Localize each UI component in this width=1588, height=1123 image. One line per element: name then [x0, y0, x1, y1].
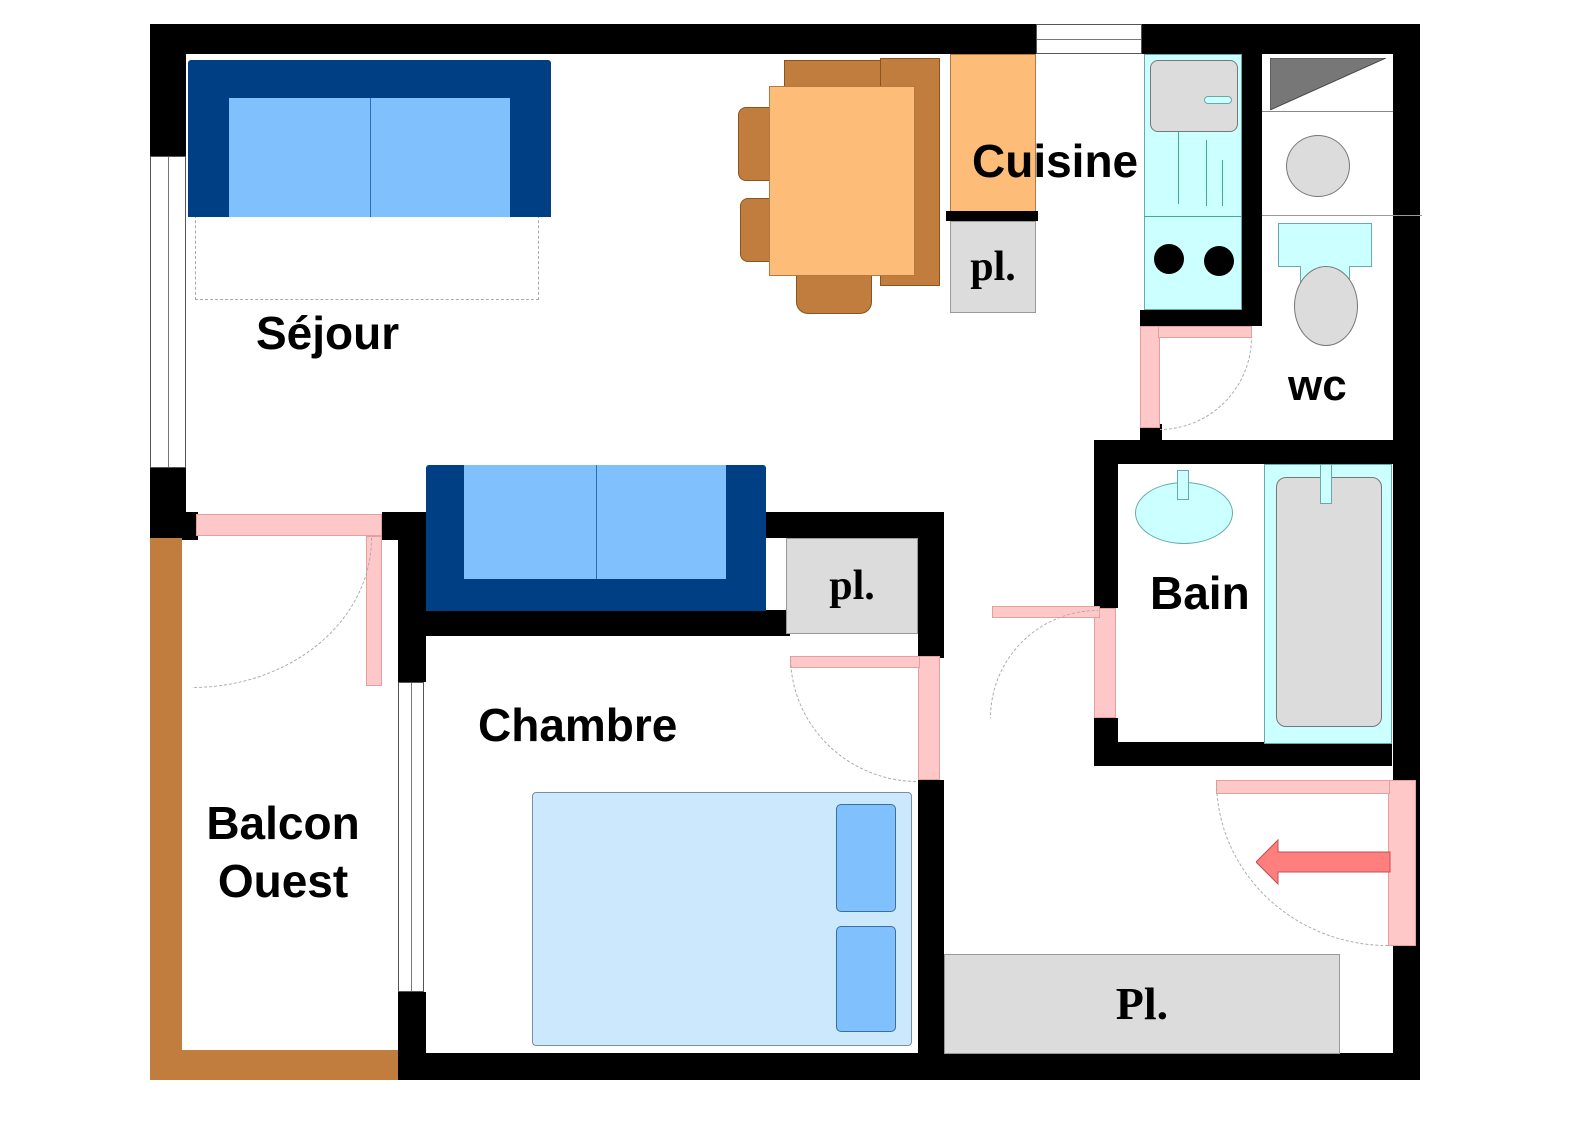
closet-entrance-label: Pl. — [1115, 978, 1169, 1029]
chair-left-2 — [740, 198, 772, 262]
sofa-cushion-left — [229, 98, 370, 217]
room-label-bain: Bain — [1150, 567, 1250, 619]
wall-wc-door-stub — [1140, 424, 1162, 442]
room-label-sejour: Séjour — [256, 307, 400, 359]
faucet-icon — [1204, 96, 1232, 104]
door-entrance-frame[interactable] — [1388, 780, 1416, 946]
sofa-arm-left — [188, 98, 229, 217]
sofa-cushion-right — [596, 465, 726, 579]
wall-bath-bottom — [1094, 742, 1392, 766]
room-label-wc: wc — [1288, 361, 1347, 410]
wall-left-top — [150, 24, 186, 156]
sofa-bed-outline — [195, 210, 539, 300]
closet-entrance: Pl. — [944, 954, 1340, 1054]
wall-top-right — [1142, 24, 1420, 54]
kitchen-divider — [946, 211, 1038, 221]
sofa-back — [188, 60, 551, 98]
wall-closet-right — [918, 512, 944, 658]
chair-left-1 — [738, 107, 772, 181]
wall-chambre-left-bottom — [398, 992, 426, 1080]
balcony-rail-bottom — [150, 1050, 398, 1080]
room-label-cuisine: Cuisine — [972, 135, 1139, 187]
window-kitchen-top — [1036, 24, 1142, 54]
room-label-chambre: Chambre — [478, 699, 678, 751]
pillow-top — [836, 804, 896, 912]
toilet-bowl — [1294, 266, 1358, 346]
door-balcony-frame[interactable] — [366, 536, 382, 686]
window-living-left — [150, 156, 186, 468]
door-balcony-leaf[interactable] — [196, 514, 382, 536]
sofa-arm-right — [510, 98, 551, 217]
closet-kitchen: pl. — [950, 221, 1036, 313]
closet-living-label: pl. — [829, 563, 875, 609]
sofa-cushion-right — [370, 98, 510, 217]
window-chambre-left — [398, 682, 424, 992]
bathtub-faucet-icon — [1320, 464, 1332, 504]
sofa-arm-left — [426, 465, 464, 579]
sofa-cushion-left — [464, 465, 596, 579]
balcon-line-1: Balcon — [206, 797, 360, 849]
kitchen-lines-3 — [1222, 160, 1223, 206]
toilet-tank — [1278, 223, 1372, 267]
wall-bottom — [396, 1053, 1420, 1080]
door-wc-leaf[interactable] — [1158, 326, 1252, 338]
bathtub — [1276, 477, 1382, 727]
wc-cabinet-triangle-icon — [1270, 58, 1386, 110]
kitchen-sink — [1150, 60, 1238, 132]
kitchen-lines-2 — [1206, 140, 1207, 206]
wall-kitchen-right — [1240, 24, 1262, 324]
wc-shelf-line — [1262, 215, 1422, 216]
dining-table — [769, 86, 915, 276]
sofa-back — [426, 579, 766, 611]
balcony-rail-left — [150, 538, 182, 1080]
stove-burner-right — [1204, 246, 1234, 276]
wall-closet-top — [764, 512, 944, 538]
sofa-arm-right — [726, 465, 766, 579]
door-balcony-swing — [192, 538, 372, 688]
wall-bath-left-top — [1094, 440, 1118, 608]
wc-water-heater — [1286, 135, 1350, 197]
sink-faucet-icon — [1177, 470, 1189, 500]
wall-chambre-left-top — [398, 512, 426, 682]
wall-chambre-top — [424, 610, 790, 636]
counter-divider — [1144, 216, 1242, 217]
door-chambre-frame[interactable] — [918, 656, 940, 780]
door-wc-frame[interactable] — [1140, 326, 1160, 428]
room-label-balcon: Balcon Ouest — [198, 800, 368, 904]
sofa-living-bottom — [426, 465, 766, 611]
wall-balcony-top-stub — [186, 512, 198, 540]
pillow-bottom — [836, 926, 896, 1032]
stove-burner-left — [1154, 244, 1184, 274]
entry-arrow-left-icon — [1256, 838, 1391, 886]
wall-left-mid — [150, 468, 186, 540]
balcon-line-2: Ouest — [217, 855, 349, 907]
kitchen-counter — [950, 54, 1036, 212]
closet-kitchen-label: pl. — [970, 244, 1016, 290]
kitchen-lines — [1178, 132, 1179, 204]
chair-bottom — [796, 270, 872, 314]
wc-cabinet — [1262, 54, 1393, 112]
closet-living: pl. — [786, 538, 918, 634]
wall-wc-bottom — [1094, 440, 1420, 464]
wall-top — [150, 24, 1036, 54]
wall-chambre-right-bottom — [918, 780, 944, 1080]
wall-kitchen-bottom — [1140, 310, 1262, 326]
sofa-living-top — [188, 60, 551, 217]
